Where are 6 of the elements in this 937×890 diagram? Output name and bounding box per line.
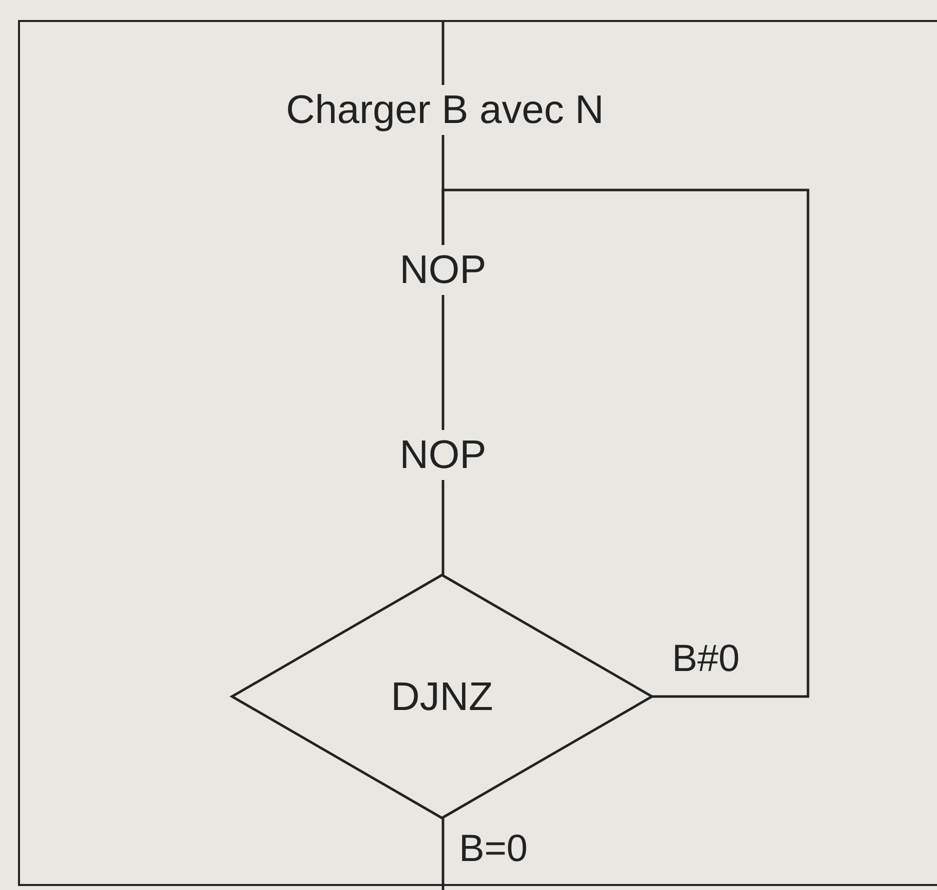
connector-line [442, 480, 444, 575]
connector-line [442, 20, 444, 85]
connector-line [442, 188, 810, 698]
connector-line [442, 295, 444, 430]
connector-line [442, 818, 444, 890]
step-label: DJNZ [390, 676, 494, 716]
